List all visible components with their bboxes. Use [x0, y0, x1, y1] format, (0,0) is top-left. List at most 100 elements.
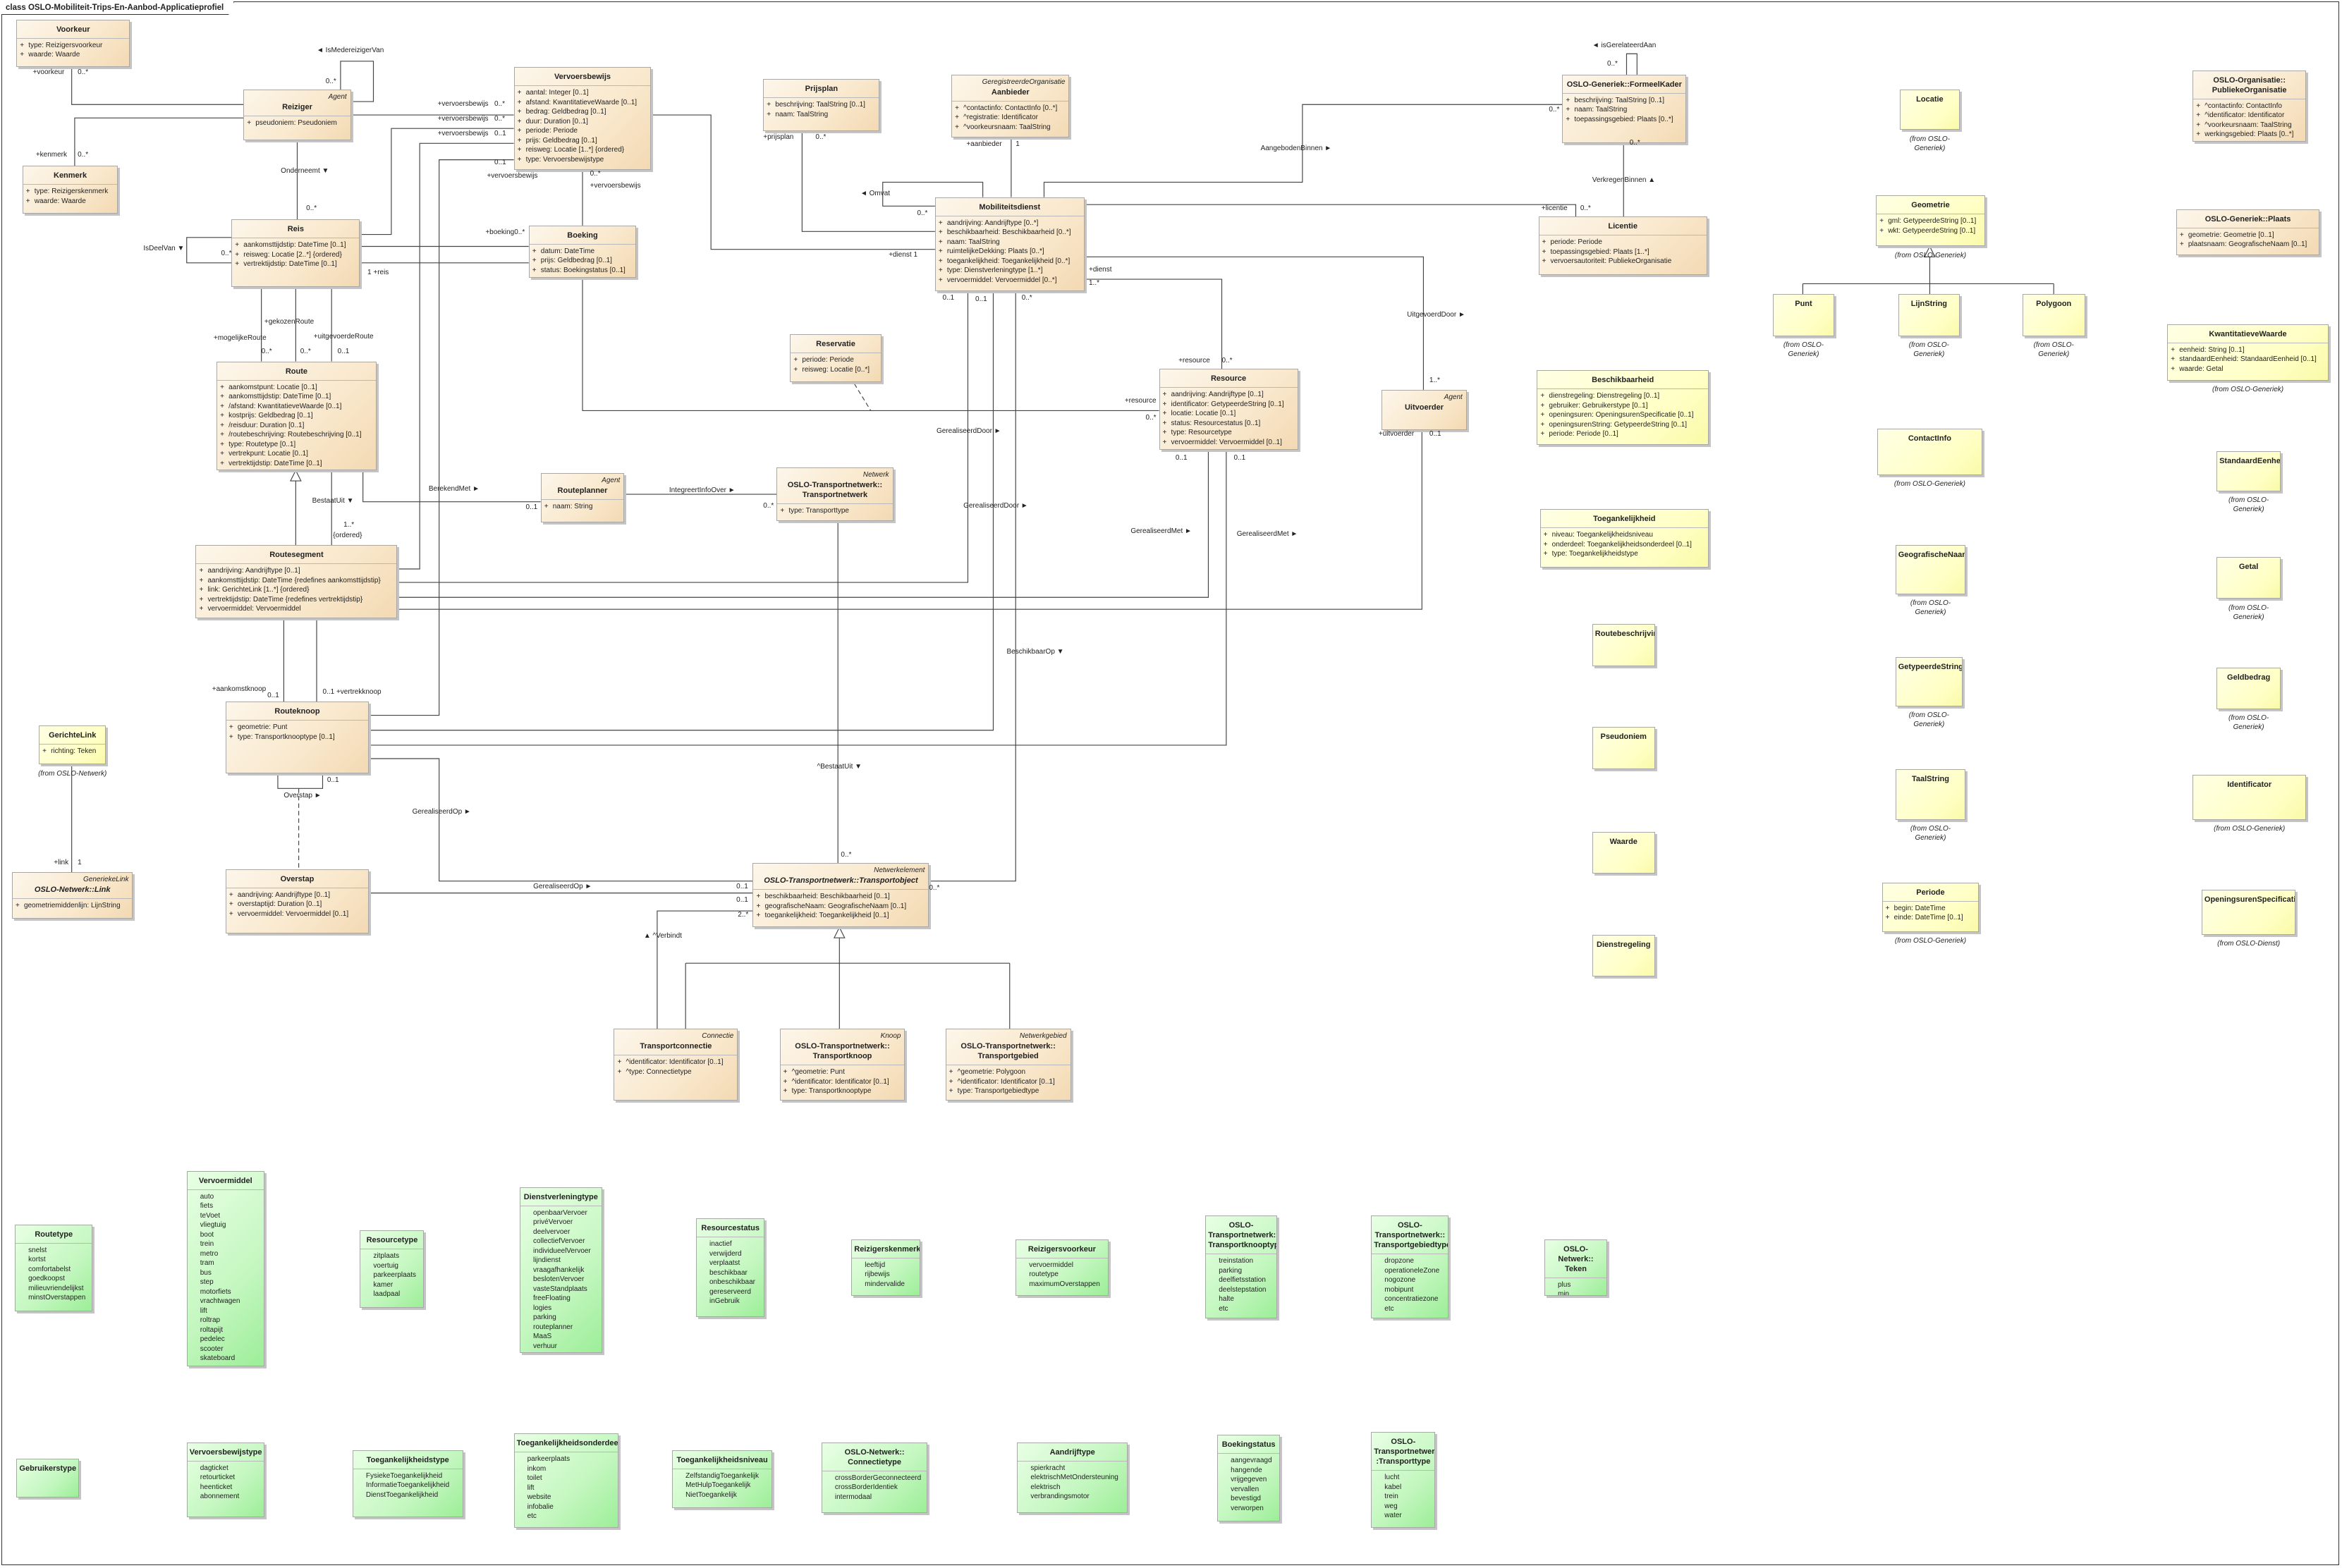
association-name: GerealiseerdMet ► — [1236, 529, 1298, 538]
association-line — [360, 128, 514, 235]
class-getal[interactable]: Getal — [2216, 557, 2281, 599]
class-header: OSLO-Generiek::Plaats — [2176, 210, 2319, 228]
role-label: +vervoersbewijs — [487, 171, 538, 180]
class-vervoersbewijs[interactable]: Vervoersbewijsaantal: Integer [0..1]afst… — [513, 67, 652, 171]
class-header: Reis — [232, 220, 360, 239]
class-licentie[interactable]: Licentieperiode: Periodetoepassingsgebie… — [1538, 216, 1707, 275]
class-polygoon[interactable]: Polygoon — [2022, 294, 2085, 336]
attribute: ^geometrie: Polygoon — [949, 1067, 1068, 1077]
enum-literal: etc — [1219, 1304, 1228, 1313]
enumeration-transportgebiedtype[interactable]: OSLO- Transportnetwerk:: Transportgebied… — [1371, 1215, 1449, 1319]
enum-literal: tram — [200, 1259, 214, 1267]
class-link[interactable]: GeneriekeLinkOSLO-Netwerk::Linkgeometrie… — [11, 871, 133, 919]
class-contactinfo[interactable]: ContactInfo — [1877, 428, 1982, 475]
class-voorkeur[interactable]: Voorkeurtype: Reizigersvoorkeurwaarde: W… — [16, 19, 130, 68]
attribute: waarde: Waarde — [26, 197, 115, 207]
class-geografischenaam[interactable]: GeografischeNaam — [1895, 545, 1966, 594]
class-standaardeenheid[interactable]: StandaardEenheid — [2216, 451, 2281, 491]
class-routeplanner[interactable]: AgentRouteplannernaam: String — [540, 473, 625, 523]
class-name: Getal — [2238, 563, 2259, 571]
class-transportconnectie[interactable]: ConnectieTransportconnectie^identificato… — [614, 1029, 738, 1101]
class-routesegment[interactable]: Routesegmentaandrijving: Aandrijftype [0… — [195, 545, 398, 618]
attribute: ^voorkeursnaam: TaalString — [955, 123, 1066, 133]
class-resource[interactable]: Resourceaandrijving: Aandrijftype [0..1]… — [1159, 369, 1298, 450]
class-name: LijnString — [1910, 300, 1948, 309]
class-punt[interactable]: Punt — [1773, 294, 1834, 336]
class-boeking[interactable]: Boekingdatum: DateTimeprijs: Geldbedrag … — [528, 225, 637, 278]
class-formeelkader[interactable]: OSLO-Generiek::FormeelKaderbeschrijving:… — [1562, 74, 1687, 144]
class-beschikbaarheid[interactable]: Beschikbaarheiddienstregeling: Dienstreg… — [1537, 370, 1709, 446]
class-mobiliteitsdienst[interactable]: Mobiliteitsdienstaandrijving: Aandrijfty… — [934, 197, 1085, 291]
class-pseudoniem[interactable]: Pseudoniem — [1592, 727, 1655, 769]
class-name: Aanbieder — [991, 87, 1030, 97]
class-taalstring[interactable]: TaalString — [1895, 768, 1966, 820]
class-locatie[interactable]: Locatie — [1900, 90, 1960, 130]
enum-literal: elektrischMetOndersteuning — [1030, 1474, 1118, 1482]
class-plaats[interactable]: OSLO-Generiek::Plaatsgeometrie: Geometri… — [2176, 209, 2320, 256]
class-reiziger[interactable]: AgentReizigerpseudoniem: Pseudoniem — [243, 90, 351, 141]
class-periode[interactable]: Periodebegin: DateTimeeinde: DateTime [0… — [1881, 882, 1980, 932]
attribute: ^identificator: Identificator [0..1] — [617, 1058, 734, 1067]
class-route[interactable]: Routeaankomstpunt: Locatie [0..1]aankoms… — [216, 361, 377, 471]
class-publiekeorganisatie[interactable]: OSLO-Organisatie:: PubliekeOrganisatie^c… — [2192, 70, 2307, 142]
class-geometrie[interactable]: Geometriegml: GetypeerdeString [0..1]wkt… — [1876, 195, 1985, 247]
multiplicity-label: 0..* — [1549, 106, 1560, 114]
class-lijnstring[interactable]: LijnString — [1898, 294, 1960, 336]
class-waarde[interactable]: Waarde — [1592, 831, 1655, 874]
class-identificator[interactable]: Identificator — [2192, 775, 2307, 820]
class-geldbedrag[interactable]: Geldbedrag — [2216, 667, 2281, 710]
enumeration-gebruikerstype[interactable]: Gebruikerstype — [16, 1459, 80, 1498]
class-toegankelijkheid[interactable]: Toegankelijkheidniveau: Toegankelijkheid… — [1539, 509, 1709, 568]
class-dienstregeling[interactable]: Dienstregeling — [1592, 934, 1655, 977]
role-label: +aanbieder — [966, 140, 1002, 149]
class-name: Routebeschrijving — [1594, 630, 1654, 639]
class-kenmerk[interactable]: Kenmerktype: Reizigerskenmerkwaarde: Waa… — [22, 166, 118, 214]
enum-literal: logies — [533, 1304, 552, 1312]
multiplicity-label: 0..1 — [337, 348, 350, 356]
class-reservatie[interactable]: Reservatieperiode: Periodereisweg: Locat… — [790, 334, 882, 383]
class-name: OpeningsurenSpecificatie — [2204, 895, 2296, 905]
attribute-compartment: aankomsttijdstip: DateTime [0..1]reisweg… — [232, 238, 359, 271]
class-name: Resourcestatus — [701, 1224, 760, 1233]
enum-literal: fiets — [200, 1202, 214, 1210]
enumeration-transportknooptype[interactable]: OSLO- Transportnetwerk:: Transportknoopt… — [1205, 1215, 1277, 1319]
class-openingsurenspecificatie[interactable]: OpeningsurenSpecificatie — [2201, 890, 2296, 935]
enum-literal: operationeleZone — [1384, 1266, 1440, 1275]
class-name: Vervoermiddel — [198, 1176, 252, 1185]
class-reis[interactable]: Reisaankomsttijdstip: DateTime [0..1]rei… — [231, 219, 360, 287]
class-kwantitatievewaarde[interactable]: KwantitatieveWaardeeenheid: String [0..1… — [2167, 324, 2329, 381]
class-routebeschrijving[interactable]: Routebeschrijving — [1592, 624, 1655, 666]
enum-literal: trein — [200, 1240, 214, 1248]
class-prijsplan[interactable]: Prijsplanbeschrijving: TaalString [0..1]… — [763, 79, 880, 132]
class-gerichtelink[interactable]: GerichteLinkrichting: Teken — [39, 725, 106, 765]
class-overstap[interactable]: Overstapaandrijving: Aandrijftype [0..1]… — [225, 869, 370, 933]
class-name: Vervoersbewijs — [554, 73, 611, 82]
class-header: Toegankelijkheidsniveau — [673, 1451, 771, 1469]
class-aanbieder[interactable]: GeregistreerdeOrganisatieAanbieder^conta… — [951, 74, 1070, 137]
attribute: toegankelijkheid: Toegankelijkheid [0..*… — [939, 257, 1081, 267]
class-routeknoop[interactable]: Routeknoopgeometrie: Punttype: Transport… — [225, 702, 370, 774]
class-getypeerdestring[interactable]: GetypeerdeString — [1895, 656, 1963, 706]
